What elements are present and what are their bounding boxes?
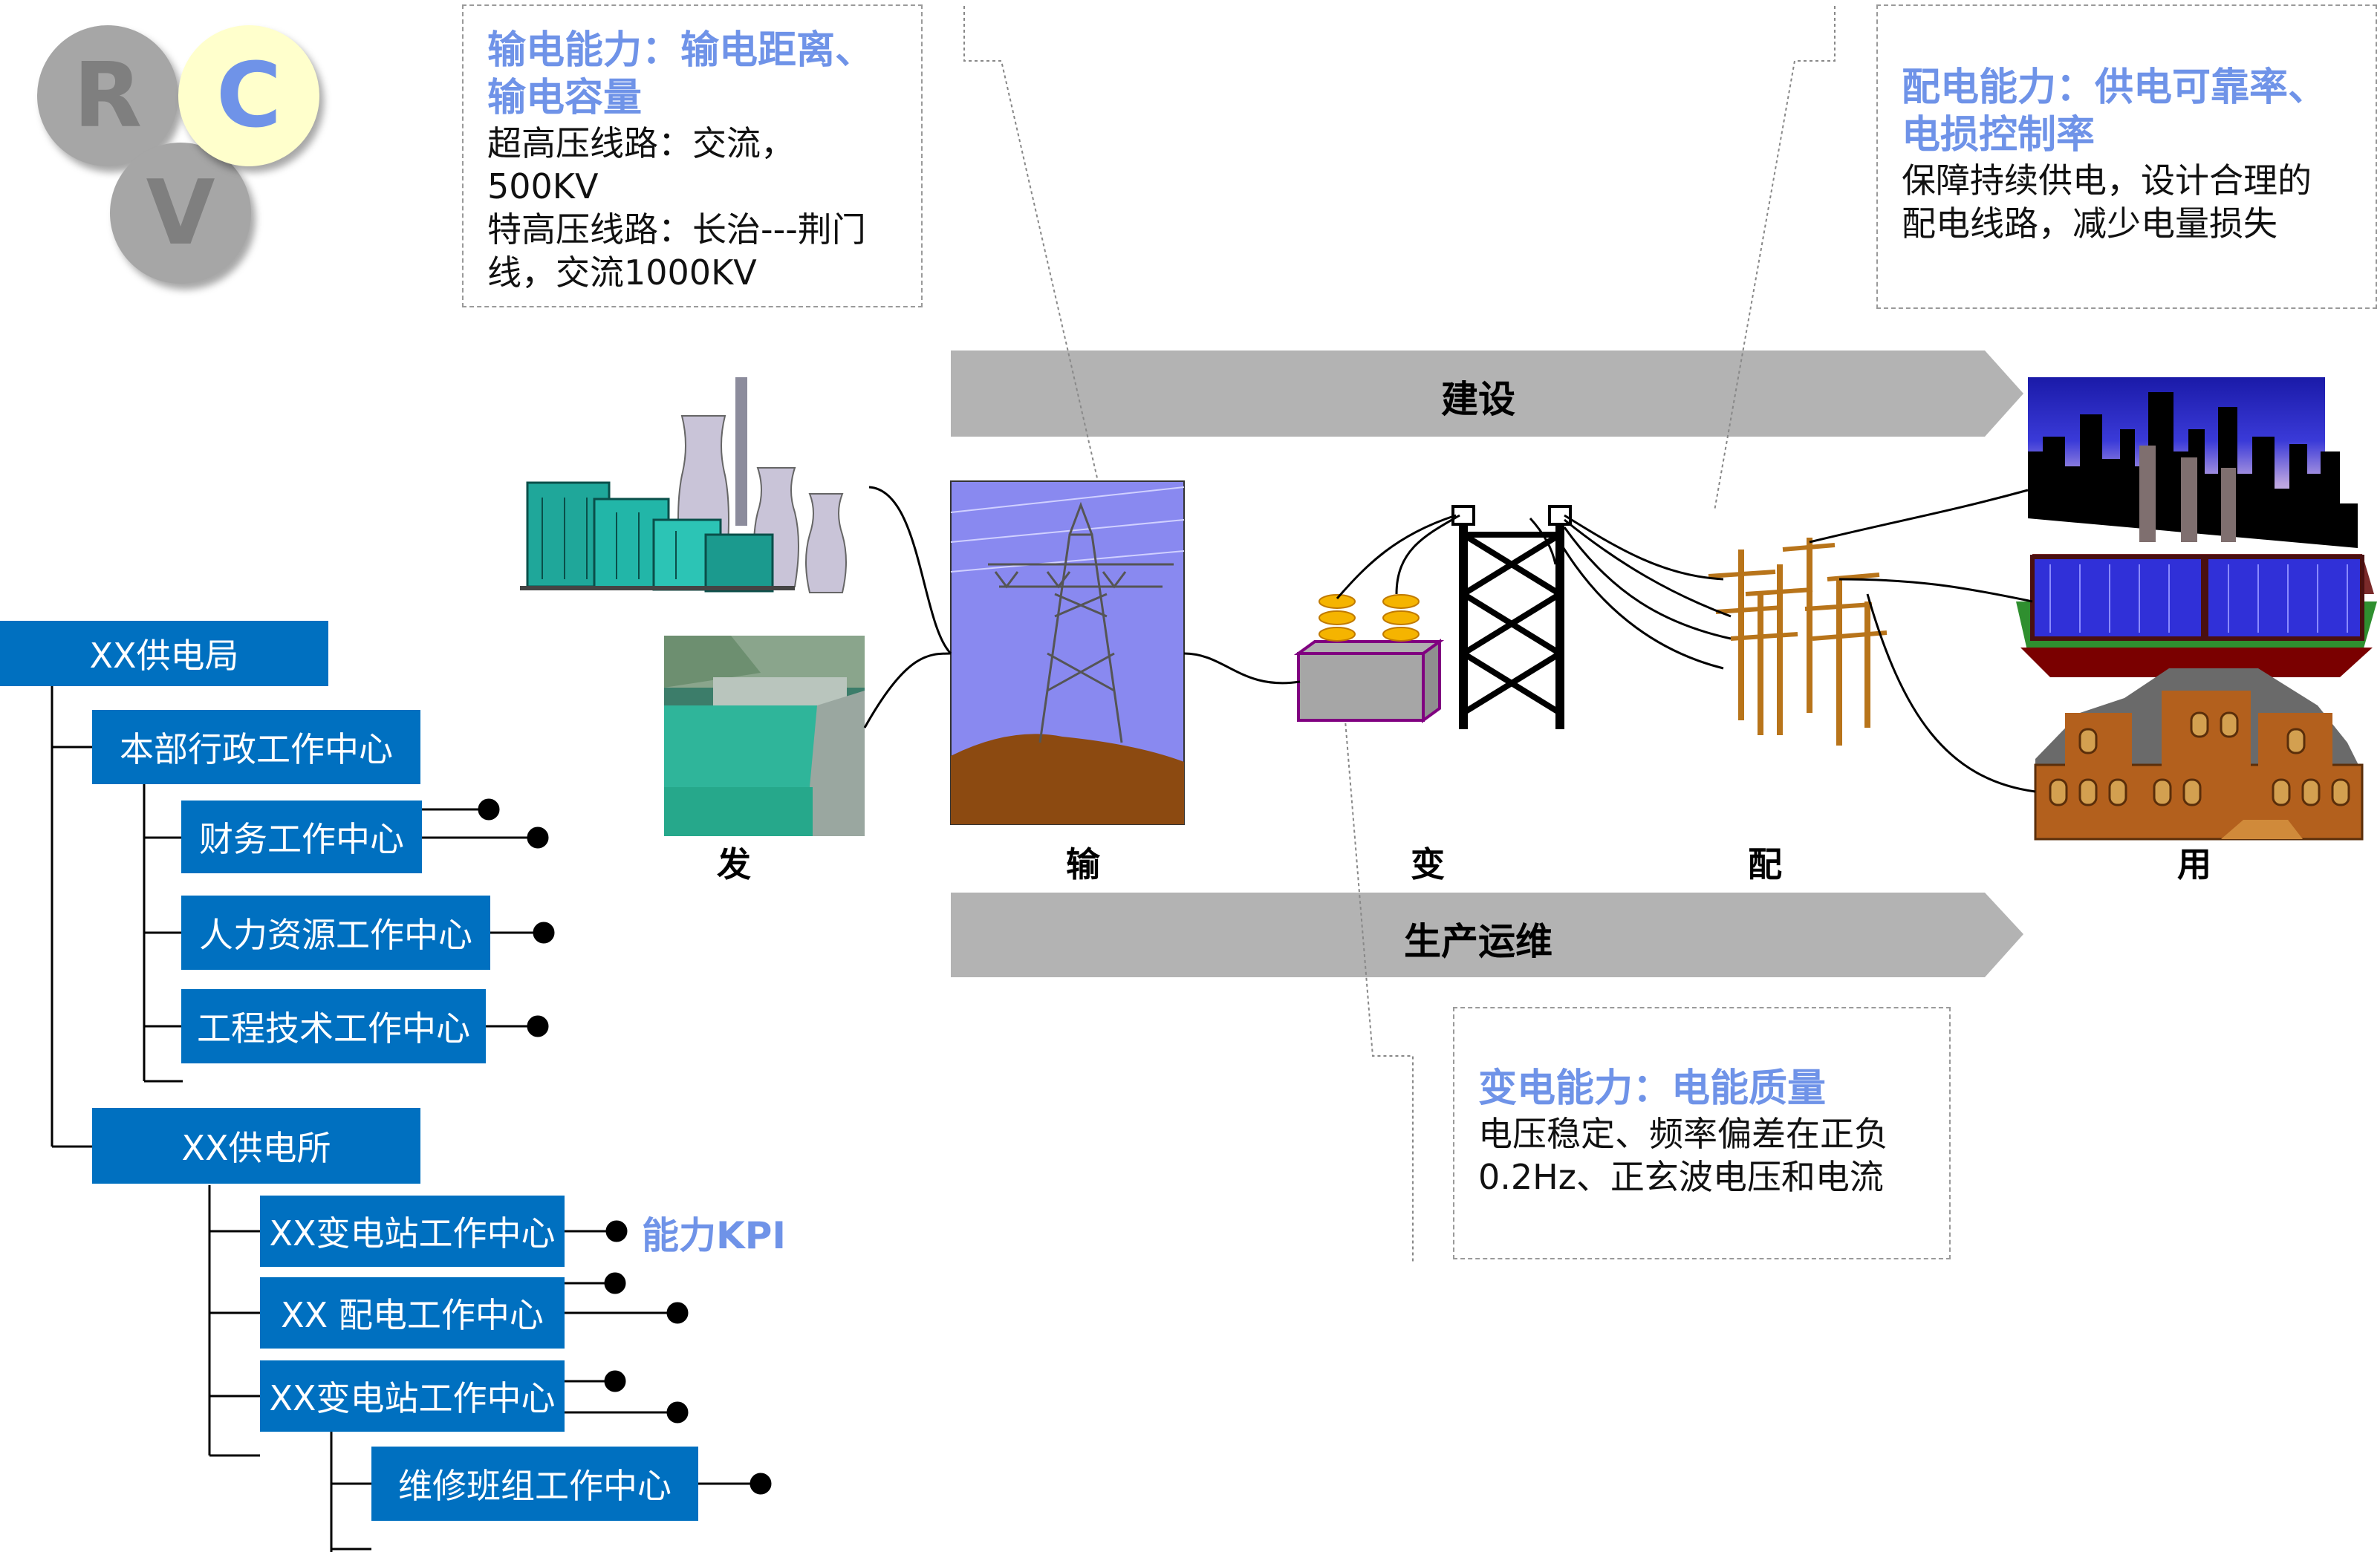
power-plant-icon — [520, 377, 847, 593]
distribution-callout: 配电能力：供电可靠率、电损控制率 保障持续供电，设计合理的 配电线路，减少电量损… — [1876, 4, 2377, 309]
construction-arrow — [951, 350, 2023, 437]
org-chart-lines — [51, 686, 772, 1552]
transformer-icon — [1293, 594, 1445, 723]
logo-r-circle: R — [37, 25, 178, 166]
distribution-callout-line-2: 配电线路，减少电量损失 — [1902, 203, 2277, 244]
stage-label-transmission: 输 — [1066, 844, 1100, 884]
logo-c-letter: C — [215, 44, 282, 148]
transmission-callout-title: 输电能力：输电距离、输电容量 — [487, 28, 874, 120]
org-node-substation-1[interactable]: XX变电站工作中心 — [260, 1196, 565, 1267]
substation-callout: 变电能力：电能质量 电压稳定、频率偏差在正负 0.2Hz、正玄波电压和电流 — [1453, 1007, 1951, 1259]
stage-label-distribution: 配 — [1748, 844, 1782, 884]
org-node-distribution[interactable]: XX 配电工作中心 — [260, 1277, 565, 1349]
construction-arrow-label: 建设 — [1441, 378, 1515, 421]
hydro-dam-image — [664, 636, 865, 836]
org-node-substation-2[interactable]: XX变电站工作中心 — [260, 1360, 565, 1432]
org-node-hq[interactable]: 本部行政工作中心 — [92, 710, 420, 784]
transmission-callout-line-4: 线，交流1000KV — [487, 252, 757, 293]
org-node-finance[interactable]: 财务工作中心 — [181, 801, 422, 873]
substation-callout-title: 变电能力：电能质量 — [1478, 1066, 1827, 1111]
distribution-leader-line — [1714, 6, 1836, 512]
distribution-callout-line-1: 保障持续供电，设计合理的 — [1902, 160, 2312, 200]
org-node-hr[interactable]: 人力资源工作中心 — [181, 896, 490, 970]
operations-arrow — [951, 893, 2023, 977]
org-node-station[interactable]: XX供电所 — [92, 1108, 420, 1184]
transmission-callout: 输电能力：输电距离、输电容量 超高压线路：交流， 500KV 特高压线路：长治-… — [462, 4, 923, 307]
utility-poles-icon — [1708, 538, 1888, 746]
substation-callout-line-1: 电压稳定、频率偏差在正负 — [1478, 1114, 1888, 1154]
stage-label-consumption: 用 — [2177, 844, 2211, 884]
substation-callout-line-2: 0.2Hz、正玄波电压和电流 — [1478, 1157, 1884, 1197]
transmission-tower-image — [950, 480, 1185, 825]
transmission-callout-line-1: 超高压线路：交流， — [487, 123, 795, 163]
kpi-label: 能力KPI — [642, 1214, 786, 1257]
logo-c-circle: C — [178, 25, 319, 166]
org-node-maintenance[interactable]: 维修班组工作中心 — [371, 1447, 698, 1521]
logo-r-letter: R — [73, 44, 143, 148]
org-node-engineering[interactable]: 工程技术工作中心 — [181, 989, 486, 1063]
stage-label-generation: 发 — [717, 844, 751, 884]
transmission-callout-line-2: 500KV — [487, 166, 599, 206]
power-cables — [863, 486, 2036, 793]
substation-leader-line — [1344, 711, 1414, 1262]
transmission-callout-line-3: 特高压线路：长治---荆门 — [487, 209, 866, 250]
logo-v-letter: V — [146, 161, 215, 265]
factory-image — [2016, 446, 2377, 677]
transmission-leader-line — [963, 6, 1099, 482]
operations-arrow-label: 生产运维 — [1404, 920, 1552, 963]
substation-tower-icon — [1451, 505, 1572, 729]
org-node-root[interactable]: XX供电局 — [0, 621, 328, 686]
logo-v-circle: V — [110, 143, 251, 284]
house-image — [2034, 668, 2364, 841]
stage-label-substation: 变 — [1411, 844, 1445, 884]
distribution-callout-title: 配电能力：供电可靠率、电损控制率 — [1902, 65, 2327, 157]
